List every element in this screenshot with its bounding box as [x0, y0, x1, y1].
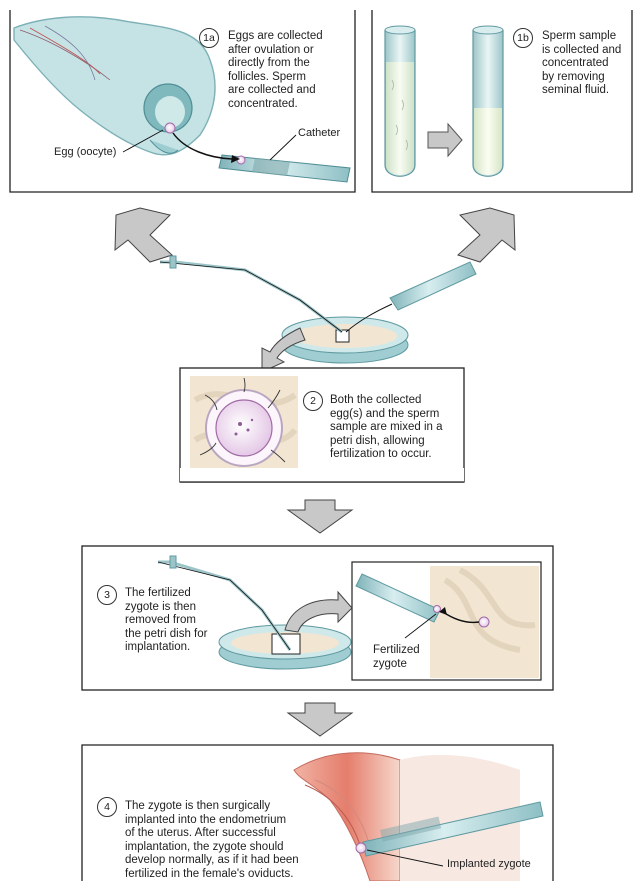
step-1b-text: Sperm sample is collected and concentrat… [542, 30, 622, 96]
egg-label: Egg (oocyte) [54, 146, 117, 158]
step-4-number: 4 [97, 797, 117, 817]
panel-2-frame [179, 367, 465, 483]
ovary-illustration [13, 16, 216, 156]
petri-dish-mixing [159, 255, 477, 364]
step-3-number: 3 [97, 585, 117, 605]
panel-1a-frame [9, 10, 356, 193]
arrow-down-2 [286, 702, 354, 737]
panel-4-frame [81, 744, 554, 881]
step-4-text: The zygote is then surgically implanted … [125, 800, 299, 880]
step-2-number: 2 [303, 391, 323, 411]
arrow-1a-to-dish [114, 207, 173, 263]
catheter-1a [122, 129, 351, 183]
arrow-down-1 [286, 499, 354, 534]
panel-1b-frame [371, 10, 633, 193]
step-2-text: Both the collected egg(s) and the sperm … [330, 394, 443, 460]
petri-dish-removal [157, 555, 353, 670]
fertilized-zygote-label: Fertilized zygote [373, 644, 420, 670]
panel-3-frame [81, 545, 554, 691]
test-tube-concentrated [472, 25, 504, 177]
step-3-text: The fertilized zygote is then removed fr… [125, 587, 208, 653]
arrow-1b-to-dish [457, 207, 516, 263]
arrow-dish-to-step2 [261, 327, 306, 373]
implanted-zygote-label: Implanted zygote [447, 858, 531, 870]
step-1b-number: 1b [513, 28, 533, 48]
step-1a-text: Eggs are collected after ovulation or di… [228, 30, 323, 110]
catheter-label: Catheter [298, 127, 341, 139]
test-tube-raw [384, 25, 416, 177]
step-1a-number: 1a [199, 28, 219, 48]
process-arrow-1b [427, 122, 463, 158]
